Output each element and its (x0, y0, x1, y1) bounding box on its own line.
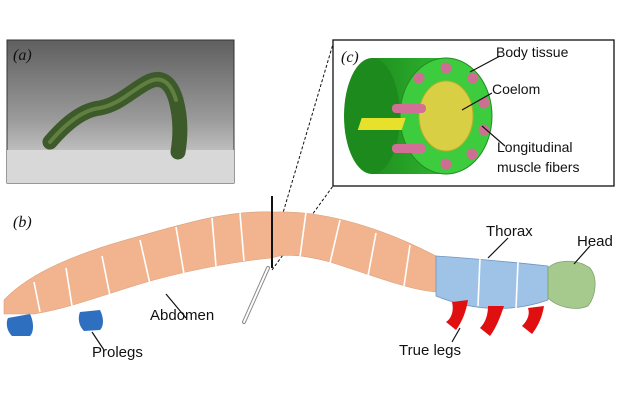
thorax-segments (477, 257, 519, 309)
pointer-abdomen (165, 293, 187, 319)
pointer-muscle-fibers (481, 125, 506, 147)
muscle-fiber (478, 97, 490, 109)
caterpillar-photo-highlight (48, 77, 178, 144)
muscle-fiber (413, 72, 425, 84)
label-thorax: Thorax (486, 223, 533, 240)
muscle-fiber (440, 62, 452, 74)
muscle-fiber (440, 158, 452, 170)
abdomen-segments (33, 211, 411, 313)
thorax-body (435, 255, 549, 309)
pointer-thorax (487, 237, 509, 259)
label-head: Head (577, 233, 613, 250)
pointer-coelom (461, 92, 493, 111)
muscle-fiber-cutaway-1 (392, 104, 426, 113)
body-diagram-b: (b) (3, 196, 613, 361)
photo-panel-a: (a) (6, 39, 235, 184)
panel-label-c: (c) (341, 49, 359, 66)
true-leg-1 (446, 300, 468, 330)
abdomen-body (3, 211, 437, 315)
label-true-legs: True legs (399, 342, 461, 359)
muscle-fiber (466, 148, 478, 160)
photo-ground (7, 150, 234, 183)
label-abdomen: Abdomen (150, 307, 214, 324)
label-prolegs: Prolegs (92, 344, 143, 361)
head-body (547, 260, 596, 309)
coelom-cutaway (357, 118, 406, 130)
pointer-prolegs (91, 331, 105, 351)
true-leg-2 (480, 306, 504, 336)
muscle-fiber (478, 124, 490, 136)
muscle-fiber-cutaway-2 (392, 144, 426, 153)
label-longitudinal: Longitudinal (497, 139, 573, 155)
pen-tool-body (243, 267, 269, 323)
label-body-tissue: Body tissue (496, 44, 569, 60)
panel-label-b: (b) (13, 214, 32, 231)
pointer-head (573, 245, 591, 265)
label-muscle-fibers: muscle fibers (497, 159, 579, 175)
proleg-rear (6, 314, 33, 336)
pointer-true-legs (451, 327, 461, 343)
cross-section-panel-c: (c) Body tissue Coelom Longitudinal musc… (332, 39, 615, 187)
muscle-fiber (467, 72, 479, 84)
proleg-front (78, 310, 103, 331)
label-coelom: Coelom (492, 81, 540, 97)
coelom-region (418, 80, 474, 152)
true-leg-3 (522, 306, 544, 334)
panel-label-a: (a) (13, 47, 32, 64)
tissue-cylinder-back (344, 58, 400, 174)
pointer-body-tissue (469, 55, 501, 73)
